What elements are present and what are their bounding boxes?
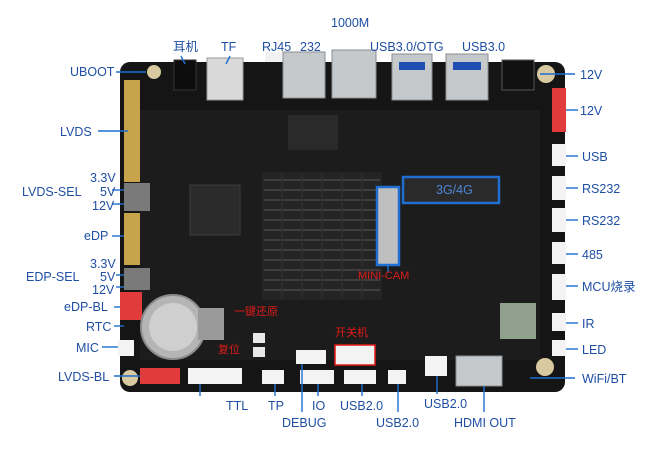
label-lvds: LVDS <box>60 125 92 139</box>
label-power-switch: 开关机 <box>335 327 368 339</box>
conn-usb-right <box>552 144 566 166</box>
label-usb20-a: USB2.0 <box>340 399 384 413</box>
conn-mcu <box>552 274 566 300</box>
label-lvds-sel: LVDS-SEL <box>22 185 82 199</box>
reset-button <box>253 347 265 357</box>
label-usb30: USB3.0 <box>462 40 506 54</box>
hdmi-port <box>455 355 503 387</box>
label-edp-bl: eDP-BL <box>64 300 108 314</box>
label-mic: MIC <box>76 341 99 355</box>
label-tf: TF <box>221 40 237 54</box>
heatsink <box>262 172 382 300</box>
dc-jack <box>501 59 535 91</box>
label-usb-right: USB <box>582 150 608 164</box>
conn-led <box>552 340 566 356</box>
label-tp: TP <box>268 399 284 413</box>
label-hdmi-out: HDMI OUT <box>454 416 516 430</box>
label-rs232-a: RS232 <box>582 182 621 196</box>
rj45-port-b <box>331 49 377 99</box>
debug-connector <box>296 350 326 364</box>
header-232 <box>265 52 287 62</box>
label-debug: DEBUG <box>282 416 327 430</box>
label-earphone: 耳机 <box>173 40 199 54</box>
label-one-key-restore: 一键还原 <box>234 306 278 318</box>
conn-rs232-a <box>552 176 566 200</box>
mini-cam-slot <box>375 185 401 267</box>
mounting-hole-bottom-left <box>122 370 138 386</box>
slot-3g4g <box>401 175 501 205</box>
conn-12v-red <box>552 88 566 132</box>
label-lvds-bl: LVDS-BL <box>58 370 110 384</box>
label-wifi-bt: WiFi/BT <box>582 372 627 386</box>
restore-button <box>253 333 265 343</box>
label-led: LED <box>582 343 607 357</box>
lvds-header <box>124 80 140 182</box>
edp-header <box>124 213 140 265</box>
label-rs232-b: RS232 <box>582 214 621 228</box>
label-12v-top: 12V <box>580 68 603 82</box>
label-lvds-sel-12v: 12V <box>92 199 115 213</box>
conn-rs232-b <box>552 208 566 232</box>
label-mcu: MCU烧录 <box>582 280 636 294</box>
label-ir: IR <box>582 317 595 331</box>
tf-slot <box>206 57 244 101</box>
power-switch-header <box>334 344 376 366</box>
label-lvds-sel-5v: 5V <box>100 185 116 199</box>
label-ttl: TTL <box>226 399 249 413</box>
label-rj45: RJ45 <box>262 40 292 54</box>
label-usb30-otg: USB3.0/OTG <box>370 40 444 54</box>
label-io: IO <box>312 399 326 413</box>
label-edp-sel-3v3: 3.3V <box>90 257 116 271</box>
rtc-holder-tab <box>198 308 224 340</box>
wifi-module <box>500 303 536 339</box>
label-edp-sel-5v: 5V <box>100 270 116 284</box>
label-edp-sel-12v: 12V <box>92 283 115 297</box>
rtc-battery-face <box>149 303 197 351</box>
label-edp-sel: EDP-SEL <box>26 270 80 284</box>
mic-connector <box>118 340 134 356</box>
lvds-bl-connector <box>140 368 180 384</box>
label-lvds-sel-3v3: 3.3V <box>90 171 116 185</box>
usb20-connector-c <box>425 356 447 376</box>
label-12v-second: 12V <box>580 104 603 118</box>
label-mini-cam: MINI-CAM <box>358 270 410 282</box>
label-1000m: 1000M <box>331 16 370 30</box>
mounting-hole-bottom-right <box>536 358 554 376</box>
label-usb20-b: USB2.0 <box>376 416 420 430</box>
usb3-otg-port <box>391 53 433 101</box>
label-232-top: 232 <box>300 40 321 54</box>
label-reset: 复位 <box>218 344 240 356</box>
usb20-connector-b <box>388 370 406 384</box>
edp-sel-jumper <box>124 268 150 290</box>
main-ic <box>189 184 241 236</box>
label-usb20-c: USB2.0 <box>424 397 468 411</box>
label-edp: eDP <box>84 229 109 243</box>
label-uboot: UBOOT <box>70 65 115 79</box>
tp-connector <box>262 370 284 384</box>
mounting-hole-top-left <box>147 65 161 79</box>
earphone-jack <box>173 59 197 91</box>
label-485: 485 <box>582 248 603 262</box>
label-3g4g: 3G/4G <box>436 183 473 197</box>
conn-ir <box>552 313 566 331</box>
usb3-tongue <box>453 62 481 70</box>
edp-bl-connector <box>120 292 142 320</box>
usb3-otg-tongue <box>399 62 425 70</box>
usb20-connector-a <box>344 370 376 384</box>
usb3-port <box>445 53 489 101</box>
ttl-connector <box>188 368 242 384</box>
conn-485 <box>552 242 566 264</box>
rj45-port-a <box>282 51 326 99</box>
leader-lines <box>98 55 578 412</box>
lvds-sel-jumper <box>124 183 150 211</box>
label-rtc: RTC <box>86 320 112 334</box>
bridge-ic <box>288 115 338 150</box>
io-connector <box>300 370 334 384</box>
